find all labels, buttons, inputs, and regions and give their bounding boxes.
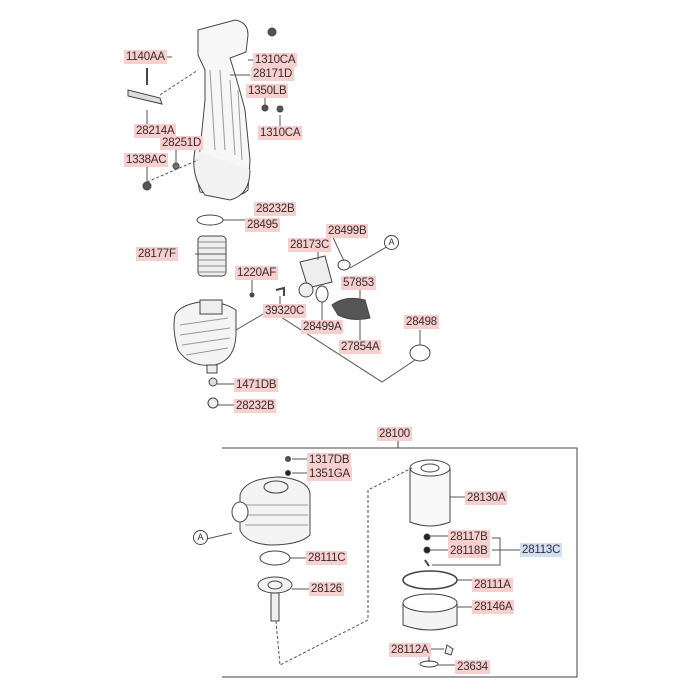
reference-marker-a-upper: A [384,235,399,250]
part-label-1317DB[interactable]: 1317DB [307,453,352,467]
part-label-1338AC[interactable]: 1338AC [124,153,169,167]
kit-label-28113C[interactable]: 28113C [520,543,563,557]
part-label-28499A[interactable]: 28499A [301,320,344,334]
part-label-1310CA-2[interactable]: 1310CA [258,126,303,140]
part-label-28111C[interactable]: 28111C [306,551,348,565]
part-label-28111A[interactable]: 28111A [472,578,513,592]
air-cleaner-cover-drawing [231,476,311,546]
part-label-28177F[interactable]: 28177F [136,247,178,261]
part-label-28214A[interactable]: 28214A [134,124,177,138]
part-label-1140AA[interactable]: 1140AA [124,50,167,64]
resonator-drawing [173,299,237,374]
part-label-27854A[interactable]: 27854A [339,340,382,354]
part-label-57853[interactable]: 57853 [341,276,376,290]
part-label-28495[interactable]: 28495 [245,218,280,232]
part-label-28130A[interactable]: 28130A [465,491,508,505]
part-label-28232B-2[interactable]: 28232B [234,399,277,413]
part-label-1310CA[interactable]: 1310CA [253,53,298,67]
part-label-28173C[interactable]: 28173C [288,238,332,252]
air-hose-drawing [331,297,371,320]
part-label-1471DB[interactable]: 1471DB [234,378,279,392]
sensor-drawing [257,576,293,622]
part-label-28251D[interactable]: 28251D [160,136,204,150]
assembly-box [222,447,578,678]
part-label-1350LB[interactable]: 1350LB [246,84,289,98]
reference-marker-a-lower: A [193,530,208,545]
lower-case-drawing [402,593,458,631]
part-label-28498[interactable]: 28498 [404,315,439,329]
part-label-1351GA[interactable]: 1351GA [307,467,352,481]
part-label-39320C[interactable]: 39320C [263,304,307,318]
part-label-28232B[interactable]: 28232B [254,202,297,216]
part-label-28118B[interactable]: 28118B [448,544,490,558]
part-label-28146A[interactable]: 28146A [472,600,515,614]
part-label-28117B[interactable]: 28117B [448,530,490,544]
part-label-28126[interactable]: 28126 [309,582,344,596]
bellows-hose-drawing [197,235,227,277]
part-label-1220AF[interactable]: 1220AF [235,266,279,280]
part-label-28499B[interactable]: 28499B [326,224,369,238]
part-label-23634[interactable]: 23634 [455,660,490,674]
air-intake-duct-drawing [193,19,251,201]
intake-pipe-drawing [299,255,333,289]
part-label-28100[interactable]: 28100 [377,427,412,441]
part-label-28171D[interactable]: 28171D [251,67,295,81]
part-label-28112A[interactable]: 28112A [389,643,431,657]
air-filter-drawing [409,459,451,527]
